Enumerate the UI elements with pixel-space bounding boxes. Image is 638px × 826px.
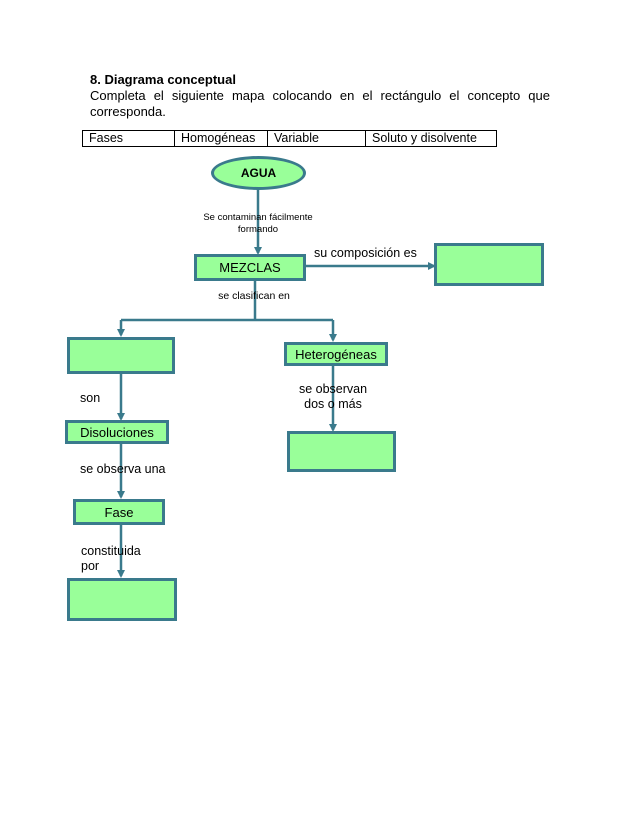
- link-label-contaminan: Se contaminan fácilmente formando: [190, 212, 326, 236]
- link-label-line: por: [81, 559, 100, 573]
- term-cell: Variable: [267, 131, 365, 146]
- link-label-line: dos o más: [304, 397, 362, 411]
- link-label-observan: se observan dos o más: [295, 382, 371, 412]
- link-label-constituida: constituida por: [81, 544, 141, 574]
- blank-answer-box-fase[interactable]: [67, 578, 177, 621]
- link-label-son: son: [80, 391, 101, 405]
- link-label-line: formando: [237, 224, 279, 235]
- section-title: 8. Diagrama conceptual: [90, 72, 236, 87]
- term-cell: Soluto y disolvente: [365, 131, 496, 146]
- blank-answer-box-composicion[interactable]: [434, 243, 544, 286]
- instructions-text: Completa el siguiente mapa colocando en …: [90, 88, 550, 119]
- link-label-clasifican: se clasifican en: [218, 290, 290, 302]
- fase-node: Fase: [73, 499, 165, 525]
- term-cell: Homogéneas: [174, 131, 267, 146]
- term-cell: Fases: [89, 131, 124, 145]
- link-label-observa-una: se observa una: [80, 462, 166, 476]
- agua-node: AGUA: [211, 156, 306, 190]
- blank-answer-box-homogeneas[interactable]: [67, 337, 175, 374]
- link-label-line: Se contaminan fácilmente: [203, 212, 313, 223]
- terms-table: Fases Homogéneas Variable Soluto y disol…: [82, 130, 497, 147]
- heterogeneas-node: Heterogéneas: [284, 342, 388, 366]
- link-label-line: constituida: [81, 544, 141, 558]
- link-label-line: se observan: [298, 382, 368, 396]
- link-label-composicion: su composición es: [314, 246, 417, 260]
- blank-answer-box-heterogeneas[interactable]: [287, 431, 396, 472]
- disoluciones-node: Disoluciones: [65, 420, 169, 444]
- mezclas-node: MEZCLAS: [194, 254, 306, 281]
